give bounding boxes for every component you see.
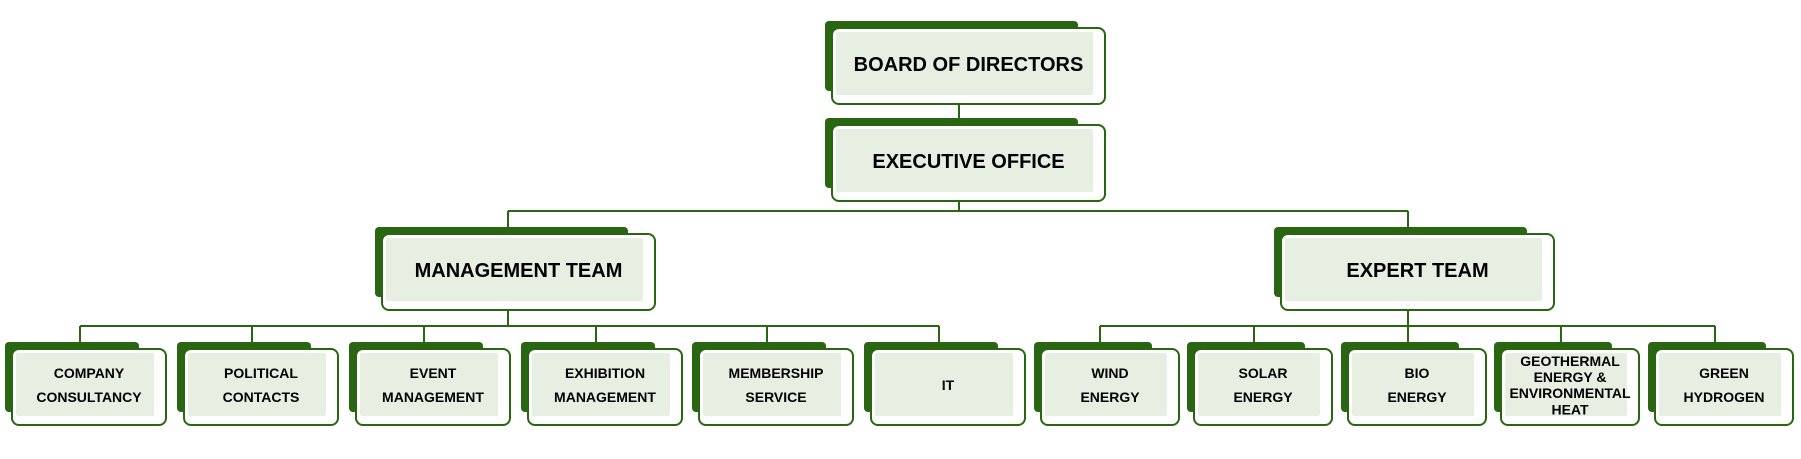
node-it: IT xyxy=(864,342,1026,426)
box-label: EXECUTIVE OFFICE xyxy=(872,151,1064,173)
box-label: POLITICAL xyxy=(224,365,298,381)
box-label: MEMBERSHIP xyxy=(729,365,824,381)
box-panel xyxy=(1285,238,1542,301)
box-panel xyxy=(836,32,1093,95)
node-company-consultancy: COMPANY CONSULTANCY xyxy=(5,342,167,426)
box-label: ENERGY xyxy=(1233,389,1293,405)
box-panel xyxy=(386,238,643,301)
box-label: GREEN xyxy=(1699,365,1749,381)
box-label: ENVIRONMENTAL xyxy=(1509,385,1631,401)
node-event-management: EVENT MANAGEMENT xyxy=(349,342,511,426)
box-label: ENERGY xyxy=(1387,389,1447,405)
node-management-team: MANAGEMENT TEAM xyxy=(375,227,656,311)
box-panel xyxy=(1198,353,1320,416)
org-boxes: BOARD OF DIRECTORS EXECUTIVE OFFICE MANAGE… xyxy=(5,21,1794,426)
node-political-contacts: POLITICAL CONTACTS xyxy=(177,342,339,426)
box-panel xyxy=(188,353,326,416)
box-label: WIND xyxy=(1091,365,1128,381)
box-label: SERVICE xyxy=(745,389,806,405)
box-panel xyxy=(1352,353,1474,416)
box-label: GEOTHERMAL xyxy=(1520,353,1620,369)
box-label: EXPERT TEAM xyxy=(1346,260,1488,282)
connector-lines xyxy=(79,104,1716,349)
box-panel xyxy=(836,129,1093,192)
box-panel xyxy=(875,353,1013,416)
box-label: CONSULTANCY xyxy=(36,389,142,405)
box-panel xyxy=(16,353,154,416)
box-panel xyxy=(1505,353,1627,416)
node-expert-team: EXPERT TEAM xyxy=(1274,227,1555,311)
box-label: HYDROGEN xyxy=(1684,389,1765,405)
box-label: SOLAR xyxy=(1239,365,1288,381)
box-label: BIO xyxy=(1405,365,1430,381)
box-panel xyxy=(1659,353,1781,416)
box-label: ENERGY & xyxy=(1534,369,1607,385)
box-label: ENERGY xyxy=(1080,389,1140,405)
box-label: COMPANY xyxy=(54,365,125,381)
box-label: MANAGEMENT TEAM xyxy=(415,260,623,282)
box-label: MANAGEMENT xyxy=(554,389,656,405)
box-label: BOARD OF DIRECTORS xyxy=(854,54,1084,76)
box-label: HEAT xyxy=(1551,401,1589,417)
node-executive-office: EXECUTIVE OFFICE xyxy=(825,118,1106,202)
node-wind-energy: WIND ENERGY xyxy=(1034,342,1180,426)
box-label: EXHIBITION xyxy=(565,365,645,381)
box-panel xyxy=(532,353,670,416)
node-green-hydrogen: GREEN HYDROGEN xyxy=(1648,342,1794,426)
node-solar-energy: SOLAR ENERGY xyxy=(1187,342,1333,426)
node-exhibition-management: EXHIBITION MANAGEMENT xyxy=(521,342,683,426)
box-label: IT xyxy=(942,377,955,393)
box-label: CONTACTS xyxy=(223,389,300,405)
box-label: EVENT xyxy=(410,365,457,381)
node-membership-service: MEMBERSHIP SERVICE xyxy=(692,342,854,426)
node-board-of-directors: BOARD OF DIRECTORS xyxy=(825,21,1106,105)
box-panel xyxy=(703,353,841,416)
box-panel xyxy=(1045,353,1167,416)
box-label: MANAGEMENT xyxy=(382,389,484,405)
node-bio-energy: BIO ENERGY xyxy=(1341,342,1487,426)
box-panel xyxy=(360,353,498,416)
